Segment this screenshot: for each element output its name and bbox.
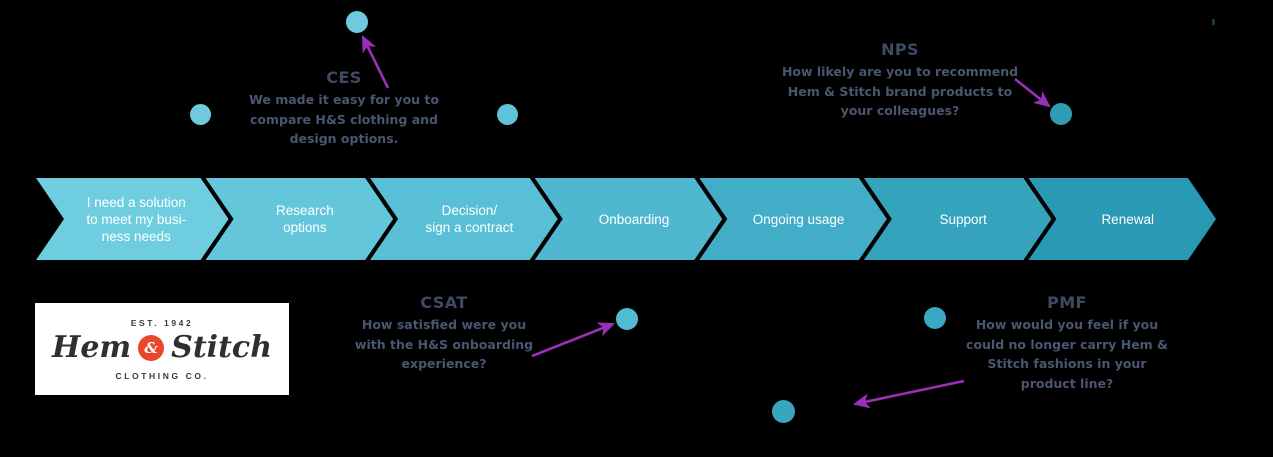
journey-stage-3[interactable]: [370, 178, 558, 260]
annotation-csat-body: How satisfied were you with the H&S onbo…: [354, 317, 534, 371]
stray-pixel-artifact: [1212, 19, 1215, 25]
annotation-ces: CES We made it easy for you to compare H…: [224, 68, 464, 149]
logo-established-text: EST. 1942: [130, 317, 194, 328]
logo-wordmark: Hem & Stitch: [51, 329, 273, 365]
annotation-pmf: PMF How would you feel if you could no l…: [958, 293, 1176, 393]
dot-pmf-upper[interactable]: [924, 307, 946, 329]
logo-word-stitch: Stitch: [171, 329, 273, 365]
annotation-nps: NPS How likely are you to recommend Hem …: [766, 40, 1034, 121]
annotation-csat-title: CSAT: [420, 293, 468, 312]
dot-csat-target[interactable]: [616, 308, 638, 330]
journey-chevron-bar: [36, 178, 1216, 260]
annotation-pmf-title: PMF: [1047, 293, 1087, 312]
journey-stage-5[interactable]: [699, 178, 887, 260]
arrow-pmf: [852, 379, 965, 409]
journey-stage-6[interactable]: [863, 178, 1052, 260]
annotation-ces-title: CES: [326, 68, 362, 87]
annotation-nps-title: NPS: [881, 40, 919, 59]
hem-and-stitch-logo: EST. 1942 Hem & Stitch CLOTHING CO.: [35, 303, 289, 395]
logo-ampersand-badge: &: [138, 334, 165, 361]
journey-stage-7[interactable]: [1028, 178, 1216, 260]
journey-stage-1[interactable]: [36, 178, 229, 260]
annotation-csat: CSAT How satisfied were you with the H&S…: [338, 293, 550, 374]
annotation-pmf-body: How would you feel if you could no longe…: [966, 317, 1168, 391]
annotation-ces-body: We made it easy for you to compare H&S c…: [249, 92, 439, 146]
logo-subtitle-text: CLOTHING CO.: [115, 370, 209, 381]
journey-stage-2[interactable]: [205, 178, 394, 260]
dot-stage-three[interactable]: [496, 103, 518, 125]
logo-word-hem: Hem: [51, 329, 132, 365]
dot-ces-target[interactable]: [346, 11, 368, 33]
dot-pmf-target[interactable]: [771, 399, 795, 423]
annotation-nps-body: How likely are you to recommend Hem & St…: [781, 64, 1019, 118]
dot-stage-one[interactable]: [189, 103, 211, 125]
dot-nps-target[interactable]: [1050, 103, 1072, 125]
journey-stage-4[interactable]: [534, 178, 723, 260]
